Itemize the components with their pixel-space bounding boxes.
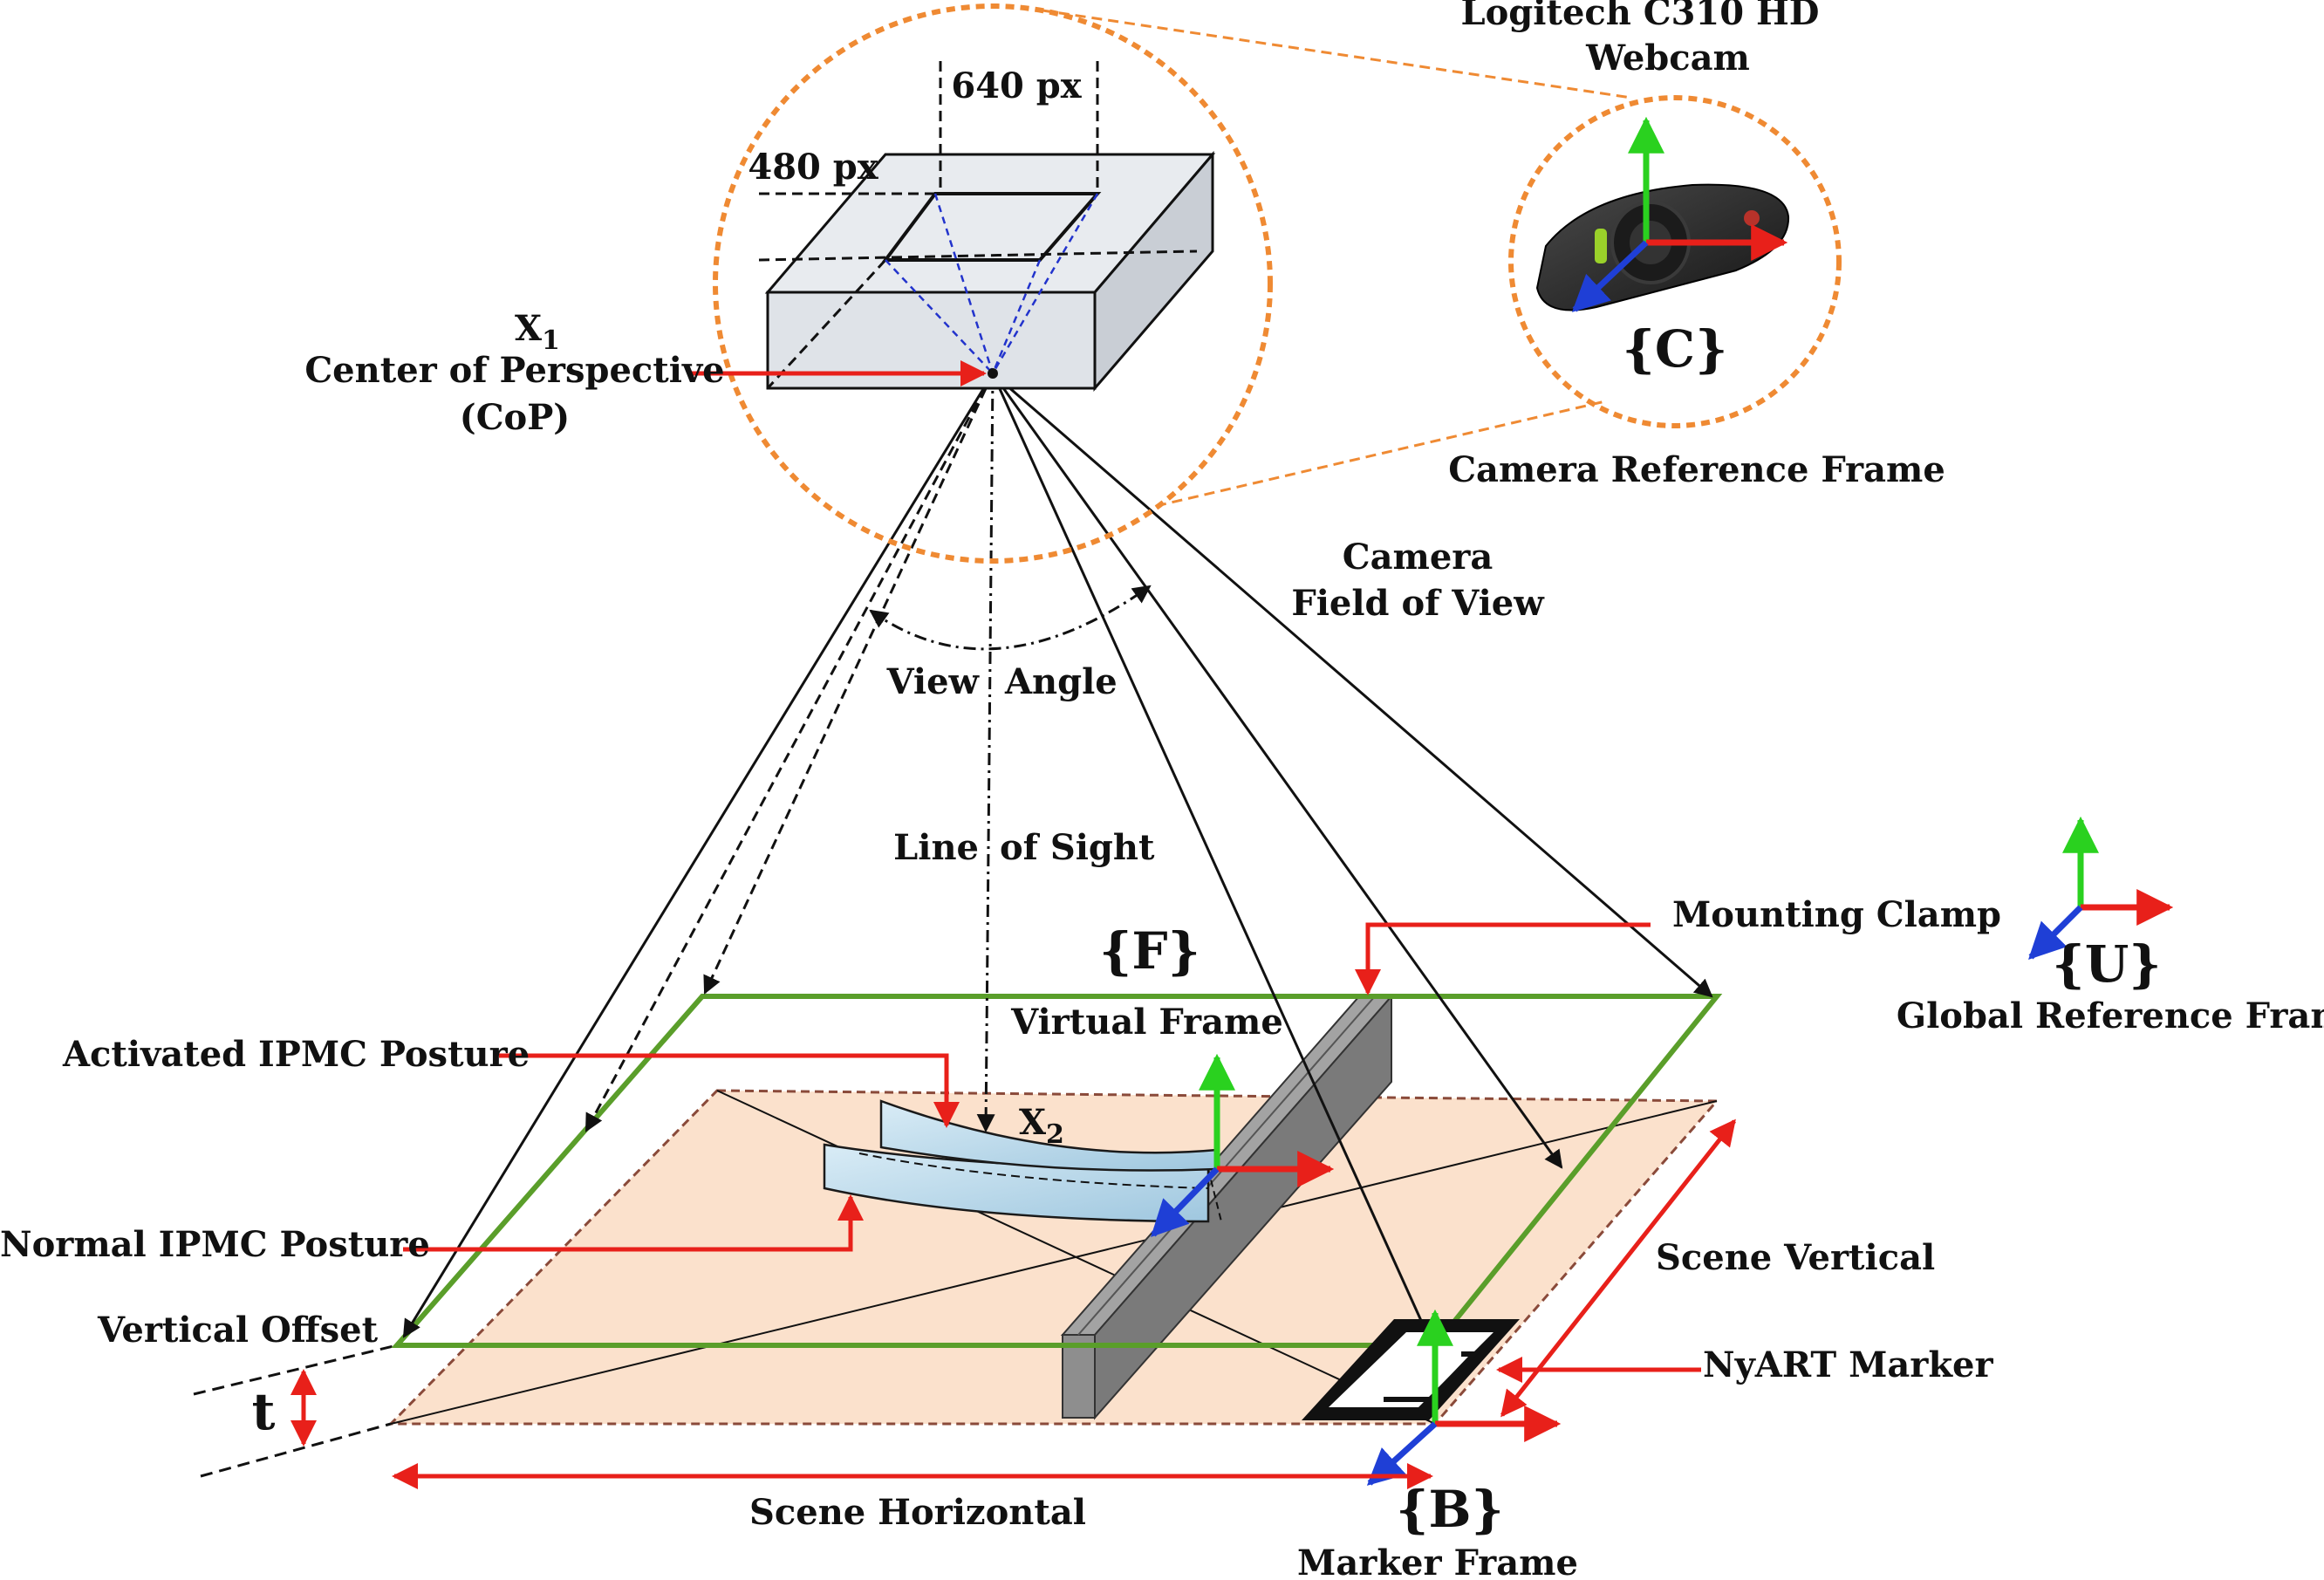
callout-arrows bbox=[290, 360, 1736, 1489]
camera-frame-label: {C} bbox=[1623, 319, 1728, 379]
cop-point-label: X1 bbox=[515, 308, 560, 356]
cop-point bbox=[988, 368, 998, 379]
sensor-to-cop-rays bbox=[885, 193, 1099, 374]
virtual-frame-axes-icon bbox=[1151, 1053, 1335, 1238]
fov-label-line1: Camera bbox=[1343, 537, 1494, 578]
camera-axes-icon bbox=[1571, 116, 1788, 312]
virtual-frame-id-label: {F} bbox=[1099, 921, 1200, 981]
view-angle-arc bbox=[869, 585, 1152, 651]
vertical-offset-label: Vertical Offset bbox=[97, 1310, 379, 1351]
nyart-marker bbox=[1302, 1319, 1520, 1420]
mounting-clamp-callout bbox=[1355, 922, 1651, 995]
scene-horizontal-label: Scene Horizontal bbox=[749, 1492, 1086, 1533]
image-sensor-box bbox=[764, 150, 1216, 393]
magnifier-connectors bbox=[1042, 9, 1632, 508]
webcam-inset-circle bbox=[1508, 95, 1842, 428]
view-angle-label-2: Angle bbox=[1004, 661, 1118, 702]
cop-label-line2: (CoP) bbox=[460, 397, 570, 438]
webcam-icon bbox=[1535, 183, 1790, 311]
virtual-frame-label: Virtual Frame bbox=[1010, 1002, 1283, 1043]
normal-ipmc-label: Normal IPMC Posture bbox=[0, 1224, 430, 1265]
global-frame-id-label: {U} bbox=[2052, 934, 2161, 994]
activated-ipmc-callout bbox=[499, 1053, 960, 1128]
global-ref-frame-label: Global Reference Frame bbox=[1897, 995, 2324, 1036]
marker-frame-id-label: {B} bbox=[1396, 1480, 1504, 1539]
webcam-name-line1: Logitech C310 HD bbox=[1461, 0, 1820, 33]
line-of-sight-label-2: of Sight bbox=[1000, 827, 1155, 868]
cop-label-line1: Center of Perspective bbox=[304, 350, 724, 391]
marker-frame-label: Marker Frame bbox=[1297, 1542, 1578, 1580]
nyart-marker-label: NyART Marker bbox=[1703, 1344, 1994, 1385]
scene-vertical-label: Scene Vertical bbox=[1656, 1237, 1935, 1278]
mounting-clamp bbox=[1060, 994, 1394, 1420]
sensor-dimension-guides bbox=[758, 61, 1198, 390]
normal-ipmc-strip bbox=[823, 1143, 1222, 1223]
view-angle-label-1: View bbox=[886, 661, 981, 702]
sensor-width-label: 640 px bbox=[951, 65, 1082, 106]
global-axes-icon bbox=[2028, 816, 2174, 960]
normal-ipmc-callout bbox=[403, 1194, 864, 1252]
thickness-label: t bbox=[252, 1382, 276, 1441]
activated-ipmc-label: Activated IPMC Posture bbox=[62, 1034, 530, 1075]
camera-lens-circle bbox=[713, 3, 1273, 564]
line-of-sight-label-1: Line bbox=[893, 827, 979, 868]
webcam-name-line2: Webcam bbox=[1585, 38, 1750, 79]
projection-rays bbox=[402, 372, 1713, 1344]
scene-vertical-arrow bbox=[1500, 1118, 1736, 1418]
vertical-offset-guides bbox=[193, 1344, 398, 1478]
sensor-height-label: 480 px bbox=[748, 147, 878, 188]
fov-label-line2: Field of View bbox=[1291, 583, 1545, 624]
camera-ref-frame-label: Camera Reference Frame bbox=[1448, 449, 1945, 490]
mounting-clamp-label: Mounting Clamp bbox=[1672, 894, 2001, 935]
ipmc-tip-point-label: X2 bbox=[1019, 1102, 1064, 1150]
